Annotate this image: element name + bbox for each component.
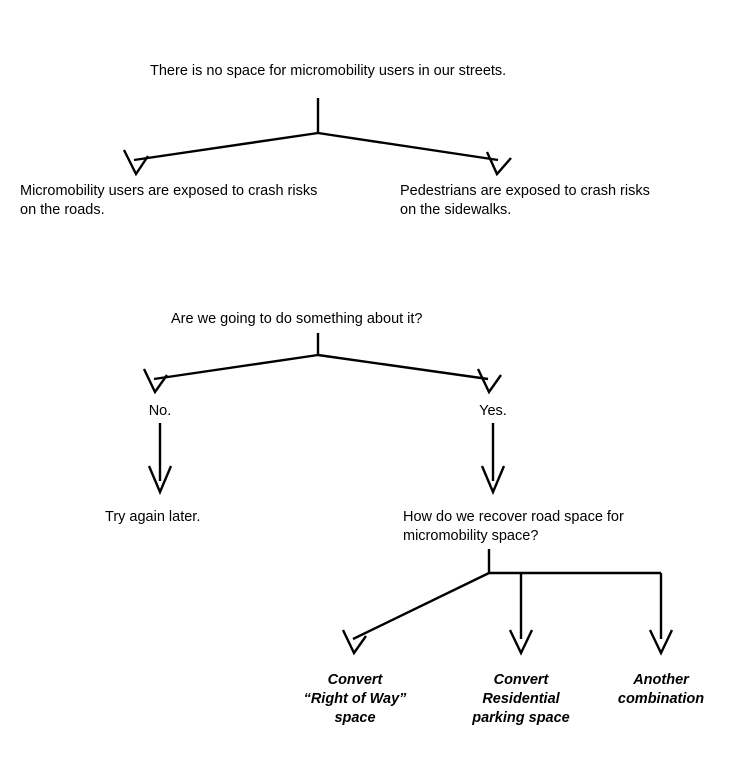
node-question-action: Are we going to do something about it? — [171, 311, 423, 327]
edge-question-to-answers — [142, 333, 502, 395]
node-option-right-of-way: Convert “Right of Way” space — [303, 672, 407, 727]
edge-problem-to-risks — [122, 98, 512, 177]
node-risk-pedestrians: Pedestrians are exposed to crash risks o… — [400, 183, 650, 219]
edge-no-to-try-again — [147, 423, 173, 496]
node-question-recover: How do we recover road space for micromo… — [403, 509, 624, 545]
node-option-residential-parking: Convert Residential parking space — [472, 672, 570, 727]
edge-recover-to-options — [341, 549, 674, 656]
node-answer-no: No. — [148, 403, 172, 419]
node-risk-micromobility: Micromobility users are exposed to crash… — [20, 183, 318, 219]
node-option-another-combination: Another combination — [617, 672, 705, 708]
node-problem: There is no space for micromobility user… — [150, 63, 507, 79]
edge-yes-to-recover — [480, 423, 506, 496]
node-answer-yes: Yes. — [479, 403, 507, 419]
node-try-again: Try again later. — [105, 509, 201, 525]
